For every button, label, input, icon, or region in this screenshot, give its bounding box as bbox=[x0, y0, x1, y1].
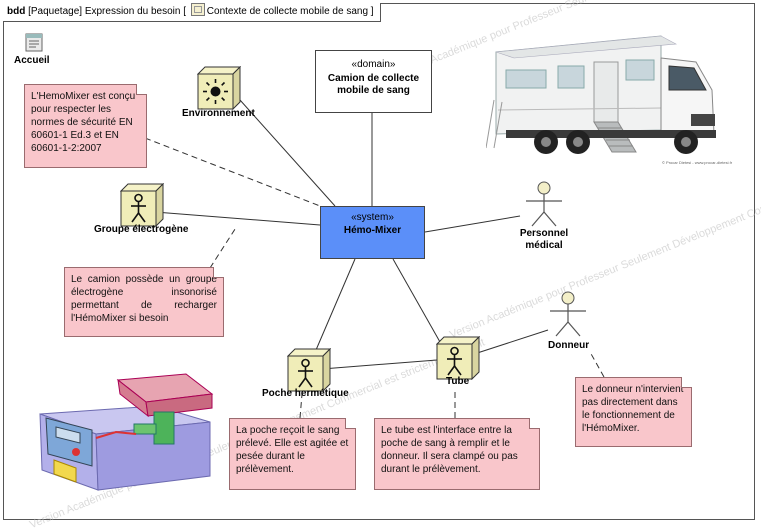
link-poche-tube bbox=[321, 359, 438, 370]
environnement-label: Environnement bbox=[182, 108, 255, 119]
accueil-label[interactable]: Accueil bbox=[14, 55, 50, 66]
hemomixer-device-image bbox=[39, 373, 214, 491]
environnement-sun-icon[interactable] bbox=[197, 66, 241, 110]
system-stereotype: «system» bbox=[351, 212, 394, 223]
groupe-actor-icon[interactable] bbox=[120, 183, 164, 227]
domain-block[interactable]: «domain» Camion de collecte mobile de sa… bbox=[315, 50, 432, 113]
donneur-label: Donneur bbox=[548, 340, 590, 351]
tube-label: Tube bbox=[446, 376, 470, 387]
link-environnement bbox=[239, 99, 336, 207]
note-hemomixer: L'HemoMixer est conçu pour respecter les… bbox=[24, 84, 147, 168]
poche-actor-icon[interactable] bbox=[287, 348, 331, 392]
truck-image bbox=[486, 35, 716, 154]
note-tube-text: Le tube est l'interface entre la poche d… bbox=[381, 425, 518, 475]
note-poche: La poche reçoit le sang prélevé. Elle es… bbox=[229, 418, 356, 490]
frame-header: bdd [Paquetage] Expression du besoin [ C… bbox=[3, 3, 381, 22]
frame-name: Expression du besoin bbox=[84, 6, 181, 17]
domain-name: Camion de collecte mobile de sang bbox=[327, 73, 420, 96]
note-donneur: Le donneur n'intervient pas directement … bbox=[575, 377, 692, 447]
document-icon[interactable] bbox=[24, 33, 46, 53]
anchor-note-camion bbox=[209, 225, 238, 269]
anchor-note-poche bbox=[299, 393, 303, 419]
link-tube-donneur bbox=[467, 329, 549, 357]
link-tube bbox=[392, 258, 441, 343]
link-poche bbox=[315, 258, 356, 351]
personnel-label: Personnel médical bbox=[519, 228, 569, 251]
anchor-note-hemomixer bbox=[144, 137, 321, 207]
truck-credit: © Procar Dietesi - www.procar-dietesi.fr bbox=[662, 160, 733, 165]
note-poche-text: La poche reçoit le sang prélevé. Elle es… bbox=[236, 425, 349, 475]
domain-stereotype: «domain» bbox=[351, 59, 396, 70]
link-personnel bbox=[424, 215, 521, 233]
note-donneur-text: Le donneur n'intervient pas directement … bbox=[582, 384, 684, 434]
personnel-actor-icon[interactable] bbox=[520, 180, 568, 228]
system-name: Hémo-Mixer bbox=[343, 225, 402, 236]
note-tube: Le tube est l'interface entre la poche d… bbox=[374, 418, 540, 490]
groupe-label: Groupe électrogène bbox=[94, 224, 189, 235]
link-groupe bbox=[154, 211, 321, 226]
donneur-actor-icon[interactable] bbox=[544, 290, 592, 338]
note-hemomixer-text: L'HemoMixer est conçu pour respecter les… bbox=[31, 91, 136, 154]
frame-package: [Paquetage] bbox=[28, 6, 83, 17]
frame-context: Contexte de collecte mobile de sang bbox=[206, 6, 369, 17]
note-camion: Le camion possède un groupe électrogène … bbox=[64, 267, 224, 337]
frame-kind: bdd bbox=[7, 6, 26, 17]
anchor-note-donneur bbox=[589, 351, 605, 378]
diagram-icon bbox=[190, 3, 205, 16]
note-camion-text: Le camion possède un groupe électrogène … bbox=[71, 274, 217, 324]
poche-label: Poche hermétique bbox=[262, 388, 349, 399]
tube-actor-icon[interactable] bbox=[436, 336, 480, 380]
system-block[interactable]: «system» Hémo-Mixer bbox=[320, 206, 425, 259]
